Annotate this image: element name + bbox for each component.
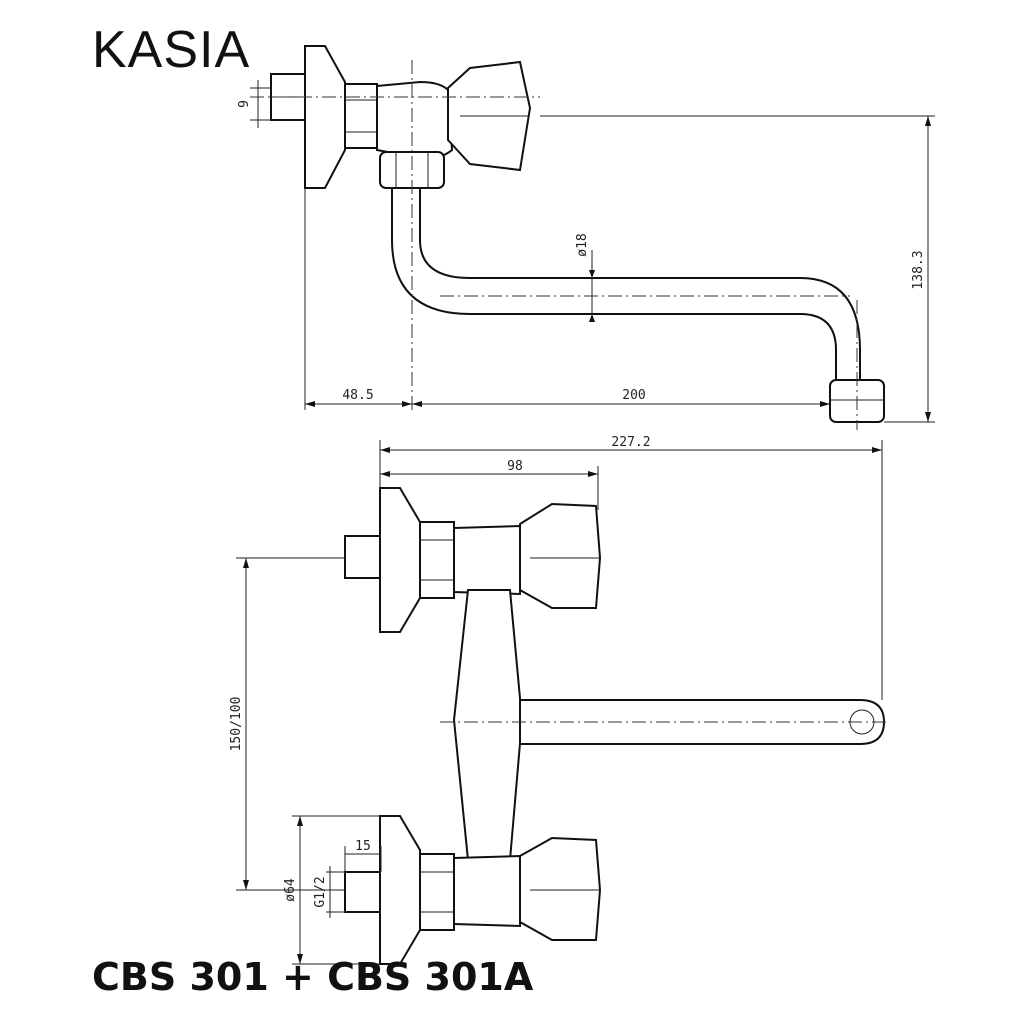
upper-rosette xyxy=(379,487,421,633)
valve-body xyxy=(376,80,454,160)
upper-body xyxy=(453,524,521,596)
upper-handle xyxy=(519,502,602,609)
wall-rosette xyxy=(304,45,346,189)
dim-200: 200 xyxy=(622,388,645,403)
front-view: 227.2 98 15 xyxy=(229,435,890,965)
lower-rosette xyxy=(379,815,421,965)
upper-inlet xyxy=(344,535,382,579)
dim-48-5: 48.5 xyxy=(342,388,373,403)
lower-nut xyxy=(419,853,455,931)
spout xyxy=(391,187,861,381)
lower-inlet xyxy=(344,871,382,913)
dim-138-3: 138.3 xyxy=(911,250,926,289)
dim-150-100: 150/100 xyxy=(229,697,244,752)
model-number: CBS 301 + CBS 301A xyxy=(92,955,534,999)
dim-d64: ø64 xyxy=(283,878,298,902)
dim-98: 98 xyxy=(507,459,523,474)
hex-nut xyxy=(344,83,378,149)
mixer-body xyxy=(452,589,524,861)
dim-d18: ø18 xyxy=(575,233,590,256)
upper-nut xyxy=(419,521,455,599)
side-view: 9 138.3 ø18 48.5 200 xyxy=(237,45,935,430)
dim-227-2: 227.2 xyxy=(611,435,650,450)
dim-g1-2: G1/2 xyxy=(313,876,328,907)
dim-15: 15 xyxy=(355,839,371,854)
lower-body xyxy=(453,854,521,928)
product-title: KASIA xyxy=(92,21,251,79)
dim-9: 9 xyxy=(237,100,252,108)
lower-handle xyxy=(519,836,602,941)
